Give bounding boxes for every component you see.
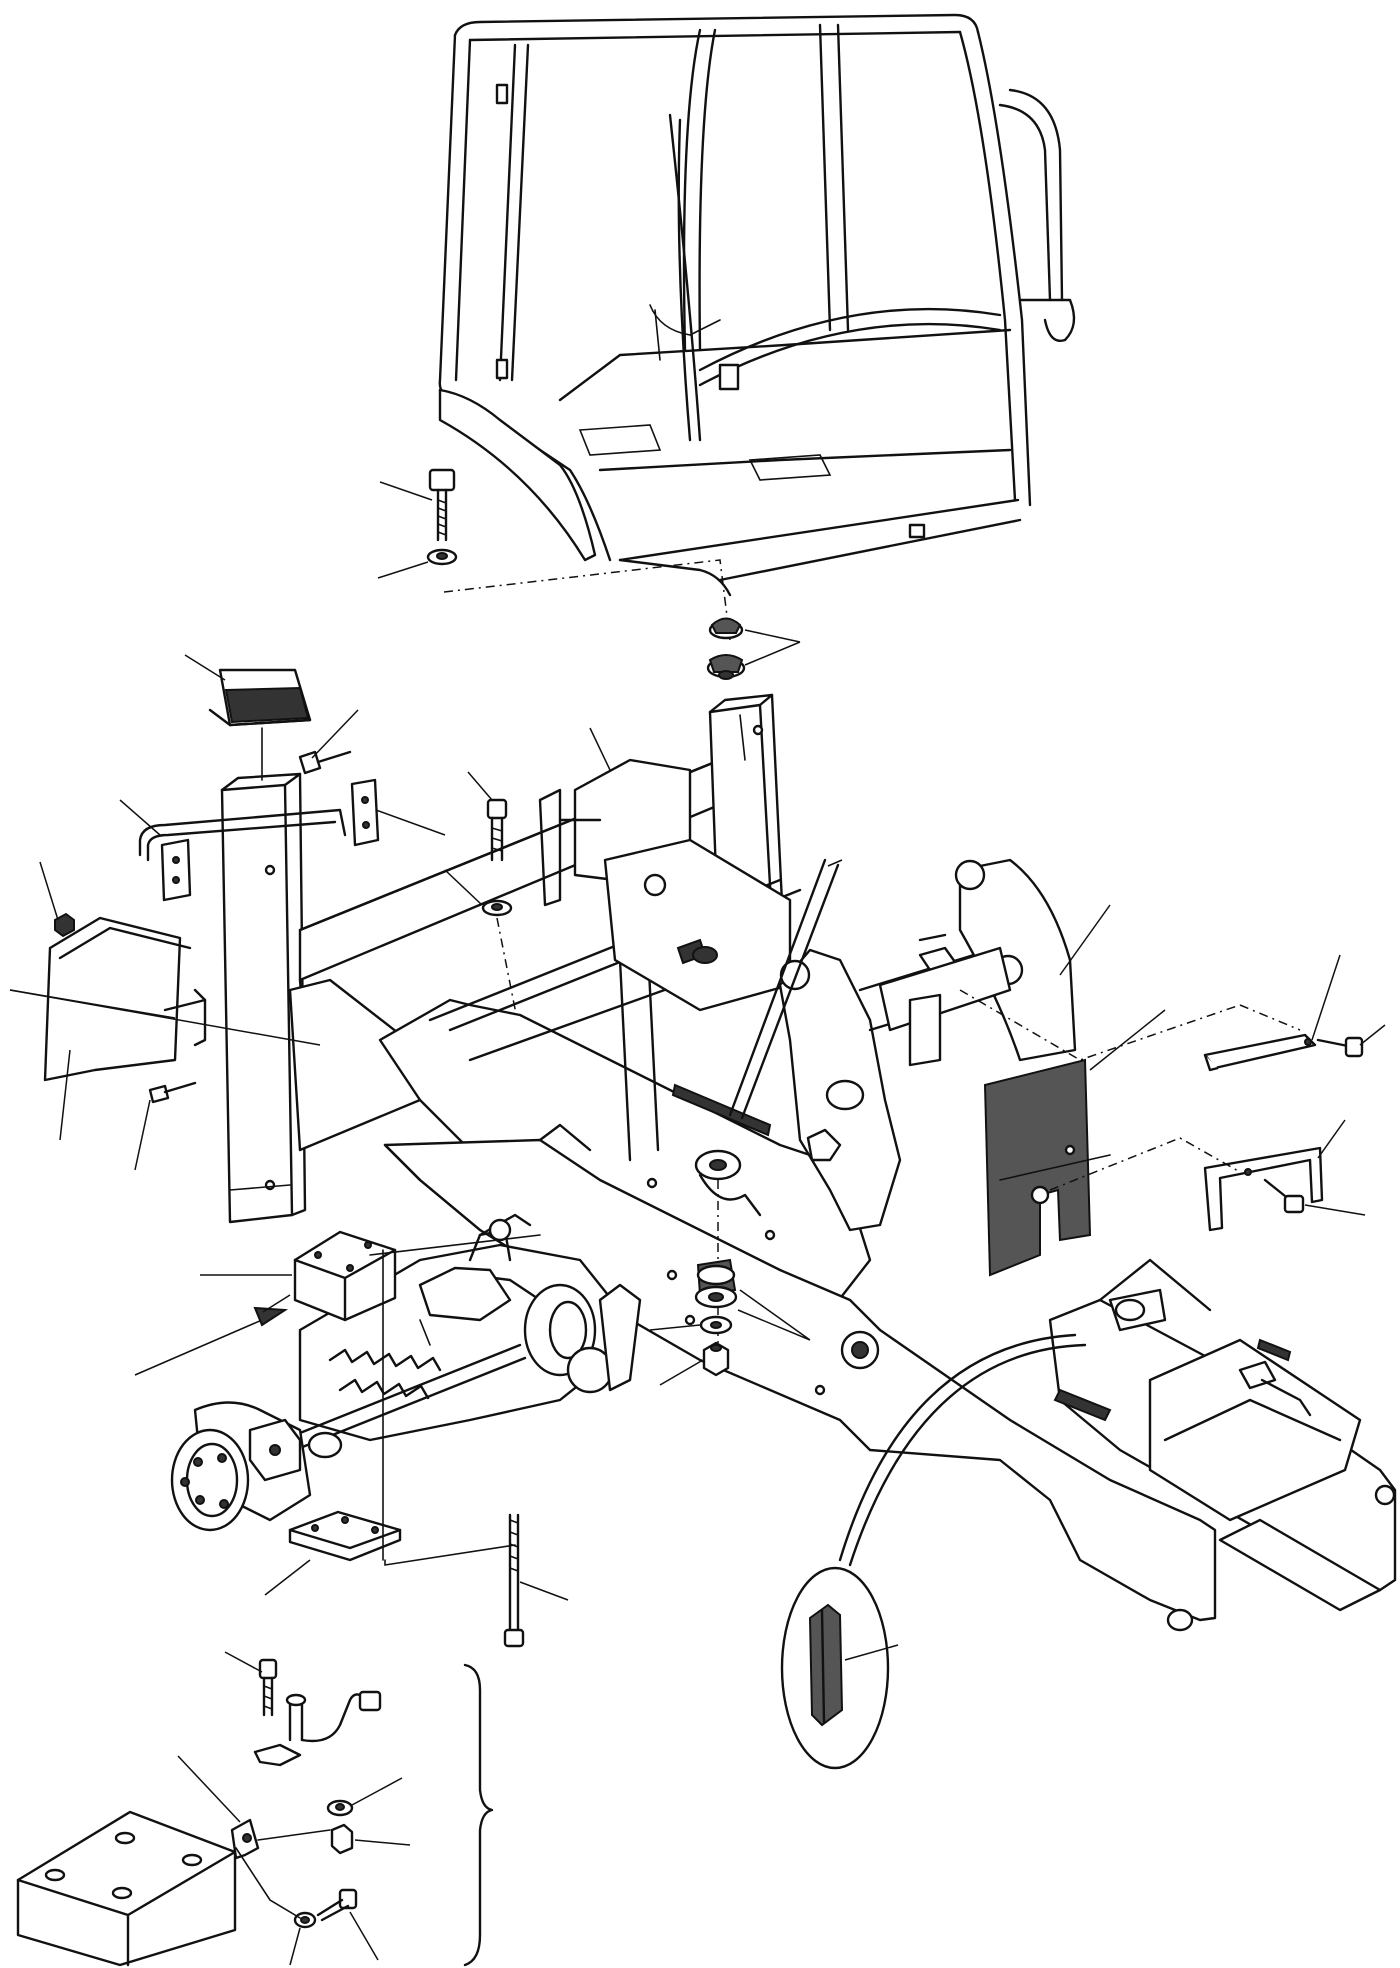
leader-inset-lower-washer (289, 1927, 301, 1966)
cab-mounting-bolt (426, 468, 458, 566)
long-through-bolt (503, 1513, 525, 1648)
leader-tower-washer (444, 869, 483, 906)
upper-rubber-mounts (706, 617, 746, 680)
support-rod-b (740, 863, 840, 1120)
leader-upper-strap (1311, 954, 1341, 1041)
inset-brace (463, 1663, 494, 1967)
leader-cab-washer (377, 561, 429, 579)
leader-lower-spacer (264, 1559, 311, 1596)
leader-upper-mounts (744, 629, 801, 666)
leader-left-screw (134, 1099, 151, 1171)
lower-spacer-plate (288, 1510, 402, 1562)
left-nut (54, 912, 75, 938)
left-tower-post (220, 772, 307, 1224)
pipe-bracket (138, 808, 347, 902)
detail-callout-section (780, 1333, 1087, 1770)
rubber-bumper-block (208, 668, 312, 727)
front-axle (170, 1213, 642, 1532)
main-chassis-frame (378, 838, 1397, 1632)
detail-inset-sensor-bracket (16, 1658, 382, 1967)
leader-pipe-bracket (119, 799, 161, 836)
leader-wear-plate (1089, 1009, 1166, 1071)
upper-mounting-strap (1203, 1033, 1317, 1072)
leader-left-plate-c (59, 1049, 71, 1141)
lower-u-bracket (1203, 1146, 1324, 1232)
small-clamp-plate (350, 778, 380, 847)
wear-plate (983, 1058, 1092, 1277)
leader-inset-lower-bolt (349, 1911, 379, 1961)
leader-lower-nut (659, 1359, 704, 1386)
leader-lower-bracket-bolt (1304, 1204, 1366, 1216)
leader-inset-nut (354, 1839, 411, 1846)
leader-through-bolt (519, 1581, 569, 1601)
leader-inset-bolt (224, 1651, 263, 1673)
leader-support-rod (827, 859, 843, 867)
leader-tower-bolt (467, 771, 493, 801)
leader-rear-guard (589, 727, 611, 771)
leader-lower-washer (649, 1324, 701, 1331)
leader-bumper-block (184, 654, 226, 681)
leader-left-nut (39, 861, 59, 921)
upper-strap-bolt (1316, 1036, 1364, 1058)
wear-plate-leader-in (999, 1154, 1111, 1181)
leader-lower-bracket (1317, 1119, 1346, 1159)
operator-cab (438, 13, 1076, 597)
upper-spacer-block (293, 1230, 397, 1322)
leader-clamp-plate (375, 809, 446, 836)
support-rod (728, 858, 827, 1117)
leader-spacer-arrow-upper (262, 1294, 291, 1313)
rear-pivot-shaft (878, 933, 1012, 1067)
frame-mount-bushing (694, 1149, 762, 1217)
leader-inset-bracket (177, 1755, 241, 1823)
leader-bracket-bolt (311, 709, 359, 759)
bracket-bolt-upper (298, 750, 352, 775)
lower-bracket-bolt (1263, 1178, 1305, 1214)
leader-cab-bolt (379, 481, 433, 501)
centerline-spacer-to-frame (369, 1234, 541, 1256)
lower-rubber-mounts (694, 1258, 738, 1377)
centerline-cab-mount (443, 559, 731, 641)
centerline-upper-strap (959, 989, 1301, 1061)
leader-lower-mounts (737, 1289, 811, 1341)
leader-detail-section (844, 1644, 899, 1661)
left-small-screw (148, 1081, 197, 1104)
leader-pivot-shaft (1059, 904, 1111, 976)
centerline-lower-bracket (1049, 1137, 1241, 1191)
centerline-axle-plate (382, 1249, 516, 1566)
upper-spacer-arrow (134, 1306, 289, 1376)
leader-inset-washer (351, 1777, 403, 1806)
leader-left-plate-b (9, 989, 321, 1046)
leader-upper-strap-bolt (1359, 1024, 1386, 1046)
left-guard-plate (43, 916, 207, 1082)
tower-bolt (481, 798, 513, 917)
